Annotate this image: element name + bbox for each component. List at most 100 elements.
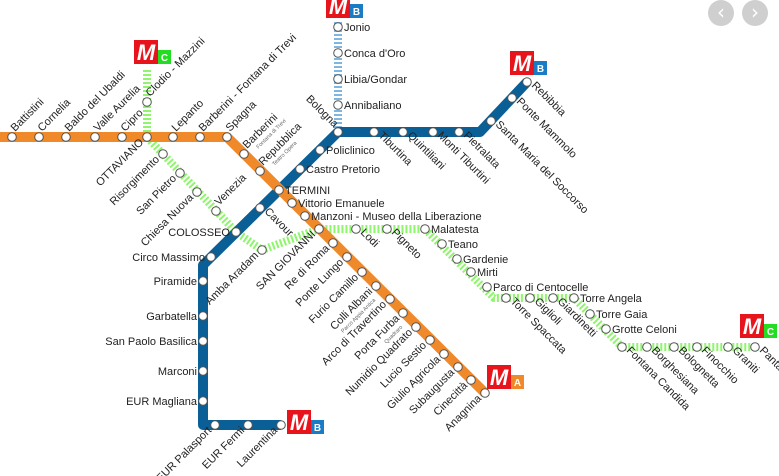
station-marker[interactable]: [255, 203, 265, 213]
station-marker[interactable]: [198, 366, 208, 376]
station-marker[interactable]: [61, 132, 71, 142]
station-marker[interactable]: [420, 224, 430, 234]
station-marker[interactable]: [642, 342, 652, 352]
station-marker[interactable]: [522, 77, 532, 87]
station-marker[interactable]: [198, 336, 208, 346]
station-marker[interactable]: [198, 276, 208, 286]
station-jonio[interactable]: Jonio: [333, 22, 371, 34]
station-marker[interactable]: [257, 245, 267, 255]
station-marker[interactable]: [723, 342, 733, 352]
station-marker[interactable]: [486, 116, 496, 126]
station-marker[interactable]: [198, 396, 208, 406]
station-marker[interactable]: [314, 224, 324, 234]
station-marker[interactable]: [333, 100, 343, 110]
station-teano[interactable]: Teano: [437, 239, 478, 251]
station-lodi[interactable]: Lodi: [351, 224, 381, 250]
station-conca-d-oro[interactable]: Conca d'Oro: [333, 48, 406, 60]
station-marker[interactable]: [231, 227, 241, 237]
station-marker[interactable]: [617, 342, 627, 352]
station-marker[interactable]: [211, 206, 221, 216]
station-marker[interactable]: [333, 22, 343, 32]
station-marker[interactable]: [750, 342, 760, 352]
station-torre-gaia[interactable]: Torre Gaia: [585, 309, 649, 321]
station-marker[interactable]: [239, 149, 249, 159]
station-colosseo[interactable]: COLOSSEO: [168, 227, 241, 239]
station-marker[interactable]: [480, 388, 490, 398]
station-marker[interactable]: [206, 252, 216, 262]
station-marker[interactable]: [371, 281, 381, 291]
station-marker[interactable]: [287, 198, 297, 208]
station-marker[interactable]: [333, 74, 343, 84]
station-termini[interactable]: TERMINI: [274, 185, 331, 197]
station-marker[interactable]: [585, 309, 595, 319]
station-marker[interactable]: [398, 308, 408, 318]
station-marker[interactable]: [425, 335, 435, 345]
station-marker[interactable]: [168, 132, 178, 142]
station-policlinico[interactable]: Policlinico: [315, 145, 375, 157]
station-marker[interactable]: [210, 420, 220, 430]
previous-image-button[interactable]: ‹: [708, 0, 734, 26]
station-marker[interactable]: [369, 127, 379, 137]
station-marker[interactable]: [437, 239, 447, 249]
station-marker[interactable]: [333, 127, 343, 137]
station-piramide[interactable]: Piramide: [154, 276, 208, 288]
station-marker[interactable]: [501, 293, 511, 303]
station-marker[interactable]: [175, 168, 185, 178]
station-santa-maria-del-soccorso[interactable]: Santa Maria del Soccorso: [486, 116, 591, 216]
station-marker[interactable]: [357, 267, 367, 277]
station-eur-magliana[interactable]: EUR Magliana: [126, 396, 208, 408]
station-marker[interactable]: [454, 127, 464, 137]
station-gardenie[interactable]: Gardenie: [452, 254, 509, 266]
station-marker[interactable]: [466, 267, 476, 277]
station-garbatella[interactable]: Garbatella: [146, 311, 208, 323]
station-marker[interactable]: [276, 420, 286, 430]
station-grotte-celoni[interactable]: Grotte Celoni: [601, 324, 677, 336]
station-marker[interactable]: [411, 322, 421, 332]
station-marker[interactable]: [333, 48, 343, 58]
station-marker[interactable]: [351, 224, 361, 234]
station-marker[interactable]: [601, 324, 611, 334]
station-marker[interactable]: [692, 342, 702, 352]
station-annibaliano[interactable]: Annibaliano: [333, 100, 402, 112]
station-marker[interactable]: [255, 166, 265, 176]
station-marker[interactable]: [328, 238, 338, 248]
station-manzoni-museo-della-liberazione[interactable]: Manzoni - Museo della Liberazione: [300, 211, 482, 223]
next-image-button[interactable]: ›: [742, 0, 768, 26]
station-marconi[interactable]: Marconi: [158, 366, 208, 378]
station-marker[interactable]: [482, 282, 492, 292]
station-marker[interactable]: [453, 362, 463, 372]
station-marker[interactable]: [117, 132, 127, 142]
station-circo-massimo[interactable]: Circo Massimo: [132, 252, 216, 264]
station-marker[interactable]: [439, 349, 449, 359]
station-marker[interactable]: [398, 127, 408, 137]
station-parco-di-centocelle[interactable]: Parco di Centocelle: [482, 282, 589, 294]
station-marker[interactable]: [198, 311, 208, 321]
station-san-paolo-basilica[interactable]: San Paolo Basilica: [105, 336, 208, 348]
station-marker[interactable]: [195, 132, 205, 142]
station-marker[interactable]: [466, 375, 476, 385]
station-cavour[interactable]: Cavour: [255, 203, 296, 240]
station-venezia[interactable]: Venezia: [211, 171, 250, 216]
station-marker[interactable]: [142, 97, 152, 107]
station-malatesta[interactable]: Malatesta: [420, 224, 480, 236]
station-marker[interactable]: [142, 132, 152, 142]
station-marker[interactable]: [507, 93, 517, 103]
station-torre-angela[interactable]: Torre Angela: [569, 293, 643, 305]
station-libia-gondar[interactable]: Libia/Gondar: [333, 74, 408, 86]
station-marker[interactable]: [525, 293, 535, 303]
station-marker[interactable]: [34, 132, 44, 142]
station-marker[interactable]: [90, 132, 100, 142]
station-marker[interactable]: [7, 132, 17, 142]
station-marker[interactable]: [669, 342, 679, 352]
station-castro-pretorio[interactable]: Castro Pretorio: [295, 164, 380, 176]
station-marker[interactable]: [385, 294, 395, 304]
station-marker[interactable]: [428, 127, 438, 137]
station-marker[interactable]: [300, 211, 310, 221]
station-marker[interactable]: [315, 145, 325, 155]
station-marker[interactable]: [452, 254, 462, 264]
station-marker[interactable]: [569, 293, 579, 303]
station-marker[interactable]: [192, 187, 202, 197]
station-vittorio-emanuele[interactable]: Vittorio Emanuele: [287, 198, 385, 210]
station-marker[interactable]: [295, 164, 305, 174]
station-marker[interactable]: [382, 224, 392, 234]
